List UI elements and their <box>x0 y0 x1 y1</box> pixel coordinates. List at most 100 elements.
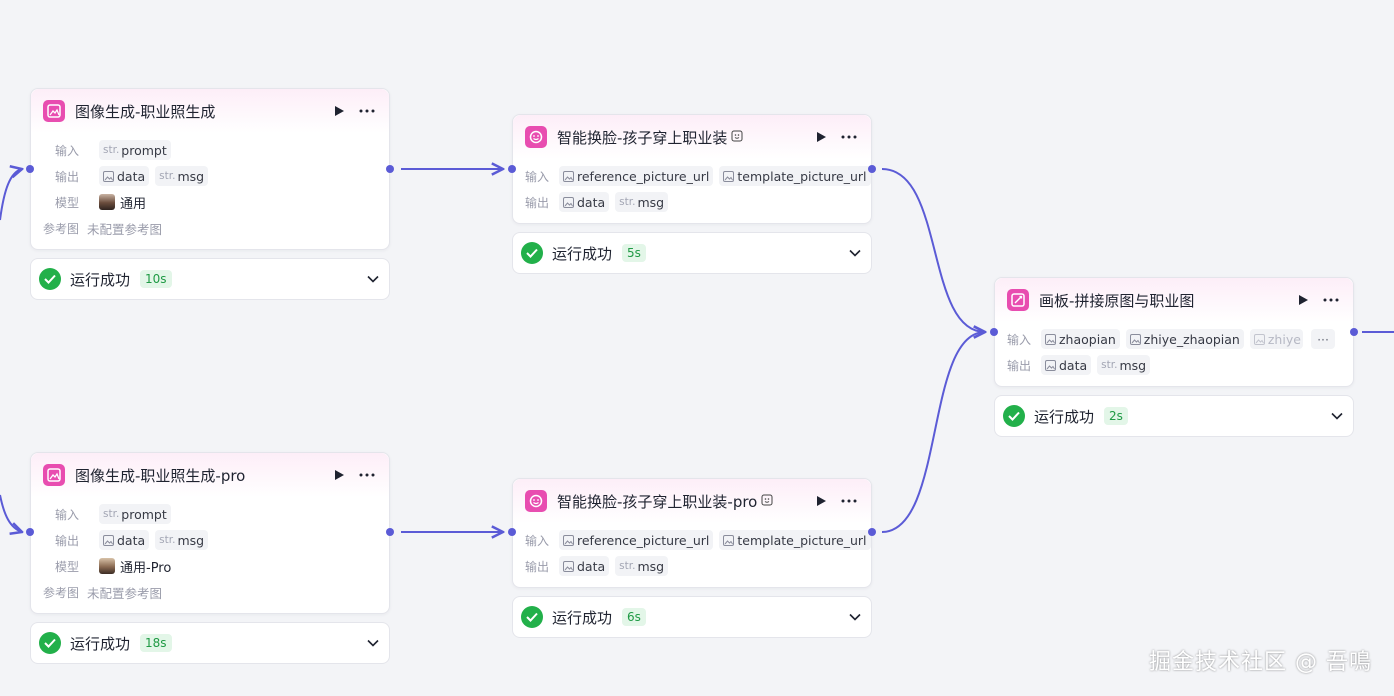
run-button[interactable] <box>811 127 831 147</box>
status-text: 运行成功 <box>70 634 131 653</box>
more-menu-button[interactable] <box>357 101 377 121</box>
more-icon <box>841 135 857 139</box>
more-menu-button[interactable] <box>357 465 377 485</box>
status-bar-canvas[interactable]: 运行成功 2s <box>994 395 1354 437</box>
run-button[interactable] <box>329 465 349 485</box>
node-image-gen-career[interactable]: 图像生成-职业照生成 输入 str.prompt 输出 data str.msg… <box>30 88 390 250</box>
output-param-msg: str.msg <box>155 166 209 186</box>
status-text: 运行成功 <box>552 608 613 627</box>
node-canvas-merge[interactable]: 画板-拼接原图与职业图 输入 zhaopian zhiye_zhaopian z… <box>994 277 1354 387</box>
input-row: 输入 str.prompt <box>43 501 377 527</box>
duration-badge: 6s <box>622 608 646 626</box>
output-port-gen2[interactable] <box>386 528 394 536</box>
status-text: 运行成功 <box>70 270 131 289</box>
input-param-zhiye: zhiye <box>1249 329 1304 349</box>
node-header[interactable]: 智能换脸-孩子穿上职业装-pro <box>513 479 871 523</box>
output-param-data: data <box>99 166 150 186</box>
chevron-down-icon[interactable] <box>1331 412 1343 420</box>
image-generate-icon <box>43 464 65 486</box>
reference-label: 参考图 <box>43 585 80 600</box>
status-text: 运行成功 <box>552 244 613 263</box>
status-bar-gen1[interactable]: 运行成功 10s <box>30 258 390 300</box>
model-value: 通用 <box>99 193 146 212</box>
duration-badge: 10s <box>140 270 172 288</box>
model-label: 模型 <box>55 195 80 210</box>
play-icon <box>335 106 344 116</box>
edge-left-in-bottom <box>0 494 22 532</box>
output-row: 输出 data str.msg <box>1007 352 1341 378</box>
image-generate-icon <box>43 100 65 122</box>
more-menu-button[interactable] <box>839 491 859 511</box>
node-title: 画板-拼接原图与职业图 <box>1039 291 1195 310</box>
node-face-swap[interactable]: 智能换脸-孩子穿上职业装 输入 reference_picture_url te… <box>512 114 872 224</box>
model-value: 通用-Pro <box>99 557 171 576</box>
model-row: 模型 通用 <box>43 189 377 215</box>
input-port-gen1[interactable] <box>26 165 34 173</box>
node-title: 智能换脸-孩子穿上职业装-pro <box>557 491 803 512</box>
output-param-msg: str.msg <box>1097 355 1151 375</box>
output-label: 输出 <box>525 195 550 210</box>
output-label: 输出 <box>55 533 80 548</box>
model-avatar <box>99 558 115 574</box>
play-icon <box>1299 295 1308 305</box>
output-label: 输出 <box>1007 358 1032 373</box>
run-button[interactable] <box>1293 290 1313 310</box>
status-bar-gen2[interactable]: 运行成功 18s <box>30 622 390 664</box>
chevron-down-icon[interactable] <box>849 613 861 621</box>
model-row: 模型 通用-Pro <box>43 553 377 579</box>
check-circle-icon <box>1003 405 1025 427</box>
input-port-canvas[interactable] <box>990 328 998 336</box>
output-port-swap1[interactable] <box>868 165 876 173</box>
edge-swap2-canvas <box>881 332 985 533</box>
face-swap-icon <box>525 490 547 512</box>
more-inputs-button[interactable]: ··· <box>1311 329 1335 349</box>
chevron-down-icon[interactable] <box>849 249 861 257</box>
image-icon <box>563 534 574 546</box>
face-badge-icon <box>761 494 775 508</box>
output-port-gen1[interactable] <box>386 165 394 173</box>
output-param-data: data <box>559 556 610 576</box>
input-label: 输入 <box>55 507 80 522</box>
run-button[interactable] <box>811 491 831 511</box>
input-param-zhiye-zhaopian: zhiye_zhaopian <box>1125 329 1244 349</box>
input-param-prompt: str.prompt <box>99 140 171 160</box>
input-row: 输入 reference_picture_url template_pictur… <box>525 163 871 189</box>
node-face-swap-pro[interactable]: 智能换脸-孩子穿上职业装-pro 输入 reference_picture_ur… <box>512 478 872 588</box>
image-icon <box>1045 333 1056 345</box>
output-param-msg: str.msg <box>615 556 669 576</box>
output-port-canvas[interactable] <box>1350 328 1358 336</box>
node-image-gen-career-pro[interactable]: 图像生成-职业照生成-pro 输入 str.prompt 输出 data str… <box>30 452 390 614</box>
output-param-data: data <box>99 530 150 550</box>
input-port-swap1[interactable] <box>508 165 516 173</box>
reference-value: 未配置参考图 <box>87 585 163 601</box>
image-icon <box>563 560 574 572</box>
status-bar-swap2[interactable]: 运行成功 6s <box>512 596 872 638</box>
image-icon <box>1045 359 1056 371</box>
node-header[interactable]: 图像生成-职业照生成 <box>31 89 389 133</box>
output-row: 输出 data str.msg <box>525 553 859 579</box>
more-menu-button[interactable] <box>1321 290 1341 310</box>
check-circle-icon <box>39 268 61 290</box>
input-param-reference-picture-url: reference_picture_url <box>559 530 714 550</box>
face-swap-icon <box>525 126 547 148</box>
more-menu-button[interactable] <box>839 127 859 147</box>
input-port-gen2[interactable] <box>26 528 34 536</box>
image-icon <box>1129 333 1141 345</box>
run-button[interactable] <box>329 101 349 121</box>
duration-badge: 5s <box>622 244 646 262</box>
chevron-down-icon[interactable] <box>367 275 379 283</box>
input-param-template-picture-url: template_picture_url <box>719 166 871 186</box>
status-bar-swap1[interactable]: 运行成功 5s <box>512 232 872 274</box>
chevron-down-icon[interactable] <box>367 639 379 647</box>
node-header[interactable]: 图像生成-职业照生成-pro <box>31 453 389 497</box>
output-row: 输出 data str.msg <box>43 527 377 553</box>
input-param-template-picture-url: template_picture_url <box>719 530 871 550</box>
output-row: 输出 data str.msg <box>525 189 859 215</box>
more-icon <box>1323 298 1339 302</box>
face-badge-icon <box>731 130 745 144</box>
node-header[interactable]: 画板-拼接原图与职业图 <box>995 278 1353 322</box>
input-port-swap2[interactable] <box>508 528 516 536</box>
node-header[interactable]: 智能换脸-孩子穿上职业装 <box>513 115 871 159</box>
output-param-msg: str.msg <box>615 192 669 212</box>
output-port-swap2[interactable] <box>868 528 876 536</box>
